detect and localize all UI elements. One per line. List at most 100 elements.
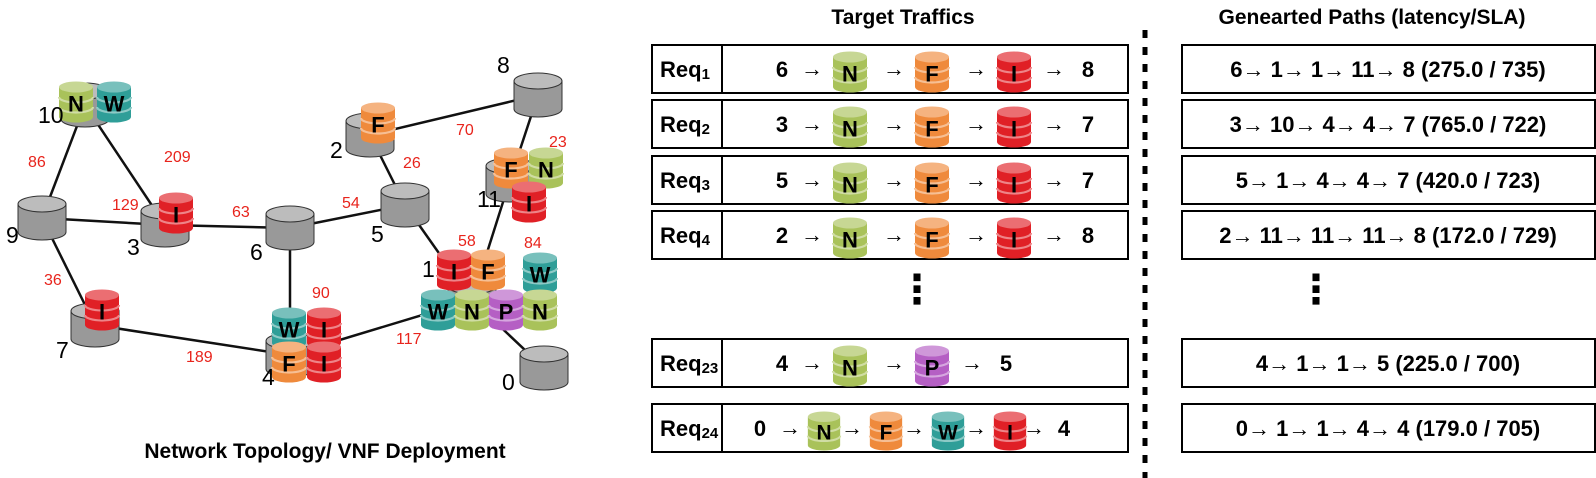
request-box <box>651 99 1129 149</box>
vnf-P-node-1: P <box>487 289 525 331</box>
vnf-letter: F <box>481 260 494 285</box>
edge-2-8 <box>369 93 539 137</box>
request-source: 2 <box>776 223 788 248</box>
vnf-N-node-1: N <box>521 289 559 331</box>
request-dest: 4 <box>1058 416 1071 441</box>
node-label-7: 7 <box>56 337 69 363</box>
node-label-6: 6 <box>250 239 263 265</box>
edge-latency-2-5: 26 <box>403 155 421 172</box>
edge-latency-5-1: 58 <box>458 233 476 250</box>
vnf-letter: N <box>538 158 554 183</box>
node-8 <box>513 72 563 118</box>
vnf-I-node-4: I <box>305 341 343 383</box>
request-source: 5 <box>776 168 788 193</box>
vnf-letter: N <box>464 300 480 325</box>
arrow: → <box>961 350 983 375</box>
node-5 <box>380 182 430 228</box>
vnf-letter: W <box>279 318 300 343</box>
vnf-letter: I <box>1011 173 1017 198</box>
edge-latency-11-1: 84 <box>524 235 542 252</box>
request-box <box>651 44 1129 94</box>
vnf-letter: P <box>499 300 514 325</box>
chain-vnf-N: N <box>831 217 869 259</box>
vnf-letter: N <box>816 421 831 444</box>
arrow: → <box>801 222 823 247</box>
ellipsis-left: ⋮ <box>897 268 937 312</box>
vnf-letter: F <box>925 62 938 87</box>
vnf-letter: I <box>173 203 179 228</box>
edge-latency-2-8: 70 <box>456 122 474 139</box>
request-dest: 5 <box>1000 351 1012 376</box>
vnf-W-node-1: W <box>521 252 559 294</box>
traffics-header: Target Traffics <box>831 6 974 29</box>
vnf-letter: I <box>1011 62 1017 87</box>
request-box <box>651 210 1129 260</box>
chain-vnf-I: I <box>995 106 1033 148</box>
edge-latency-8-11: 23 <box>549 134 567 151</box>
edge-latency-6-5: 54 <box>342 195 360 212</box>
arrow: → <box>801 111 823 136</box>
vnf-I-node-1: I <box>435 249 473 291</box>
vnf-letter: I <box>99 300 105 325</box>
chain-vnf-I: I <box>992 411 1028 451</box>
vnf-letter: I <box>526 192 532 217</box>
vnf-letter: N <box>842 356 858 381</box>
vnf-letter: N <box>842 117 858 142</box>
vnf-letter: F <box>925 117 938 142</box>
paths-header: Genearted Paths (latency/SLA) <box>1219 6 1526 29</box>
edge-latency-9-7: 36 <box>44 272 62 289</box>
chain-vnf-W: W <box>930 411 966 451</box>
node-label-3: 3 <box>127 234 140 260</box>
request-dest: 7 <box>1082 168 1094 193</box>
chain-vnf-F: F <box>868 411 904 451</box>
node-6 <box>265 205 315 251</box>
vnf-letter: W <box>428 300 449 325</box>
arrow: → <box>779 415 801 440</box>
arrow: → <box>801 167 823 192</box>
node-label-9: 9 <box>6 222 19 248</box>
node-0 <box>519 345 569 391</box>
vnf-letter: N <box>532 300 548 325</box>
vnf-letter: I <box>321 352 327 377</box>
arrow: → <box>841 415 863 440</box>
vnf-I-node-7: I <box>83 289 121 331</box>
vnf-F-node-11: F <box>492 147 530 189</box>
request-dest: 7 <box>1082 112 1094 137</box>
edge-latency-10-9: 86 <box>28 154 46 171</box>
chain-vnf-F: F <box>913 51 951 93</box>
chain-vnf-I: I <box>995 217 1033 259</box>
path-box <box>1181 99 1596 149</box>
vnf-letter: I <box>321 318 327 343</box>
arrow: → <box>1043 111 1065 136</box>
vnf-N-node-1: N <box>453 289 491 331</box>
generated-path: 3→ 10→ 4→ 4→ 7 (765.0 / 722) <box>1230 112 1547 137</box>
node-label-5: 5 <box>371 221 384 247</box>
edge-7-4 <box>94 323 291 357</box>
vnf-letter: N <box>68 92 84 117</box>
vnf-N-node-11: N <box>527 147 565 189</box>
vnf-letter: I <box>1007 421 1013 444</box>
vnf-letter: F <box>504 158 517 183</box>
vnf-letter: P <box>925 356 940 381</box>
vnf-I-node-4: I <box>305 307 343 349</box>
arrow: → <box>883 350 905 375</box>
request-dest: 8 <box>1082 223 1094 248</box>
node-label-2: 2 <box>330 137 343 163</box>
edge-latency-9-3: 129 <box>112 197 139 214</box>
vnf-I-node-11: I <box>510 181 548 223</box>
chain-vnf-N: N <box>831 162 869 204</box>
vnf-letter: F <box>282 352 295 377</box>
vnf-W-node-10: W <box>95 81 133 123</box>
generated-path: 0→ 1→ 1→ 4→ 4 (179.0 / 705) <box>1236 416 1541 441</box>
path-box <box>1181 403 1596 453</box>
arrow: → <box>903 415 925 440</box>
arrow: → <box>801 350 823 375</box>
request-source: 3 <box>776 112 788 137</box>
vnf-letter: I <box>451 260 457 285</box>
arrow: → <box>965 56 987 81</box>
